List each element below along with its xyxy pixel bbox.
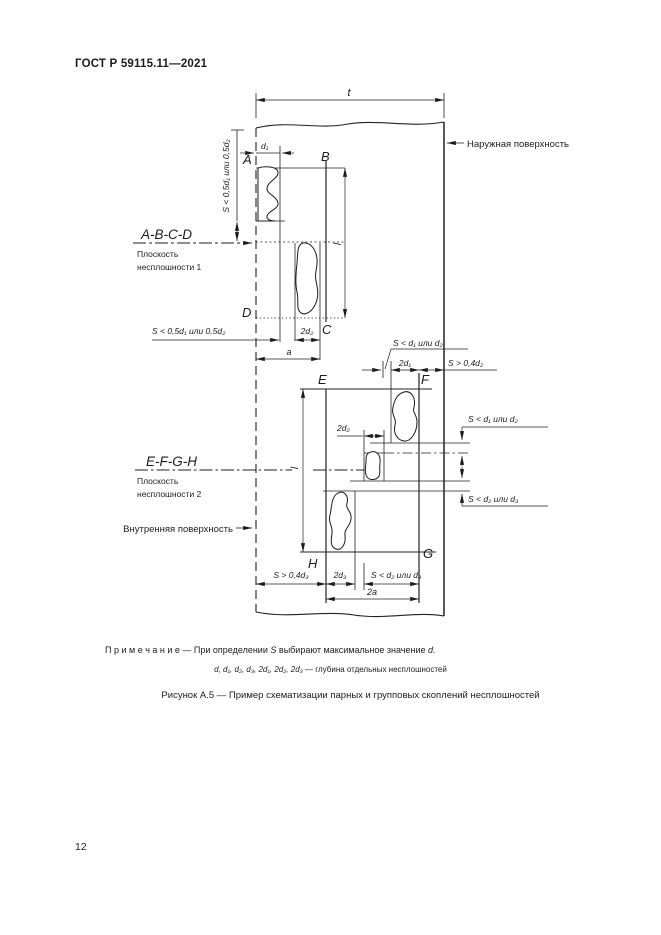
dim-label-2d3: 2d₃ [333, 570, 347, 580]
dim-label-2d2-group1: 2d₂ [300, 326, 314, 336]
dim-label-s-d1d2-top: S < d₁ или d₂ [393, 338, 443, 348]
note-symbol-s: S [270, 645, 277, 655]
point-label-c: C [322, 322, 332, 337]
dim-label-s-d1d2-right: S < d₁ или d₂ [468, 414, 518, 424]
point-label-g: G [423, 546, 433, 561]
inner-surface-label: Внутренняя поверхность [123, 524, 233, 535]
plane2-name-line2: несплошности 2 [137, 489, 202, 499]
defect-blob-h [329, 491, 352, 550]
defect-blob-cd [295, 242, 319, 315]
note-label: П р и м е ч а н и е [105, 645, 180, 655]
wall-section-lines [255, 121, 445, 618]
point-label-b: B [321, 149, 330, 164]
dim-label-2d2-group2: 2d₂ [336, 423, 350, 433]
figure-legend: d, d₁, d₂, d₃, 2d₁, 2d₂, 2d₃ — глубина о… [0, 665, 661, 674]
dim-label-s-d2d3-bottom: S < d₂ или d₃ [371, 570, 422, 580]
point-label-f: F [421, 372, 430, 387]
dim-label-l1: l [333, 242, 344, 245]
dim-label-s-04d3: S > 0,4d₃ [273, 570, 309, 580]
dim-label-a: a [286, 347, 291, 357]
plane2-name-line1: Плоскость [137, 476, 179, 486]
page-header: ГОСТ Р 59115.11—2021 [75, 58, 208, 70]
point-label-h: H [308, 556, 318, 571]
plane1-points-label: A-B-C-D [140, 227, 192, 242]
dim-label-l2: l [290, 466, 301, 469]
legend-description: — глубина отдельных несплошностей [305, 665, 447, 674]
point-label-a: A [242, 152, 252, 167]
dim-label-d1: d₁ [261, 141, 269, 151]
thickness-dimension [255, 93, 445, 118]
dim-label-s05-horizontal: S < 0,5d₁ или 0,5d₂ [152, 326, 226, 336]
figure-note: П р и м е ч а н и е — При определении S … [105, 645, 625, 655]
dim-label-s-d2d3-right: S < d₂ или d₃ [468, 494, 519, 504]
dim-label-2a: 2a [366, 587, 377, 597]
dim-label-s05-vertical: S < 0,5d₁ или 0,5d₂ [221, 139, 231, 213]
group1-lines [133, 129, 348, 362]
legend-terms: d, d₁, d₂, d₃, 2d₁, 2d₂, 2d₃ [214, 665, 303, 674]
defect-blob-d2 [364, 451, 381, 480]
note-text-1: — При определении [182, 645, 268, 655]
defect-blob-a [257, 166, 279, 222]
defect-blob-f [392, 391, 418, 442]
dim-label-t: t [347, 87, 351, 99]
note-symbol-d: d. [428, 645, 436, 655]
group2-lines [135, 348, 548, 603]
plane1-name-line1: Плоскость [137, 249, 179, 259]
point-label-d: D [242, 305, 251, 320]
plane2-points-label: E-F-G-H [146, 454, 197, 469]
note-text-2: выбирают максимальное значение [278, 645, 426, 655]
figure-a5-diagram: t Наружная поверхность [123, 87, 569, 618]
dim-label-2d1: 2d₁ [398, 358, 411, 368]
plane1-name-line2: несплошности 1 [137, 262, 202, 272]
point-label-e: E [318, 372, 327, 387]
outer-surface-label: Наружная поверхность [467, 139, 569, 150]
dim-label-s-04d2: S > 0,4d₂ [448, 358, 484, 368]
page-number: 12 [75, 841, 87, 853]
figure-caption: Рисунок А.5 — Пример схематизации парных… [161, 690, 540, 701]
